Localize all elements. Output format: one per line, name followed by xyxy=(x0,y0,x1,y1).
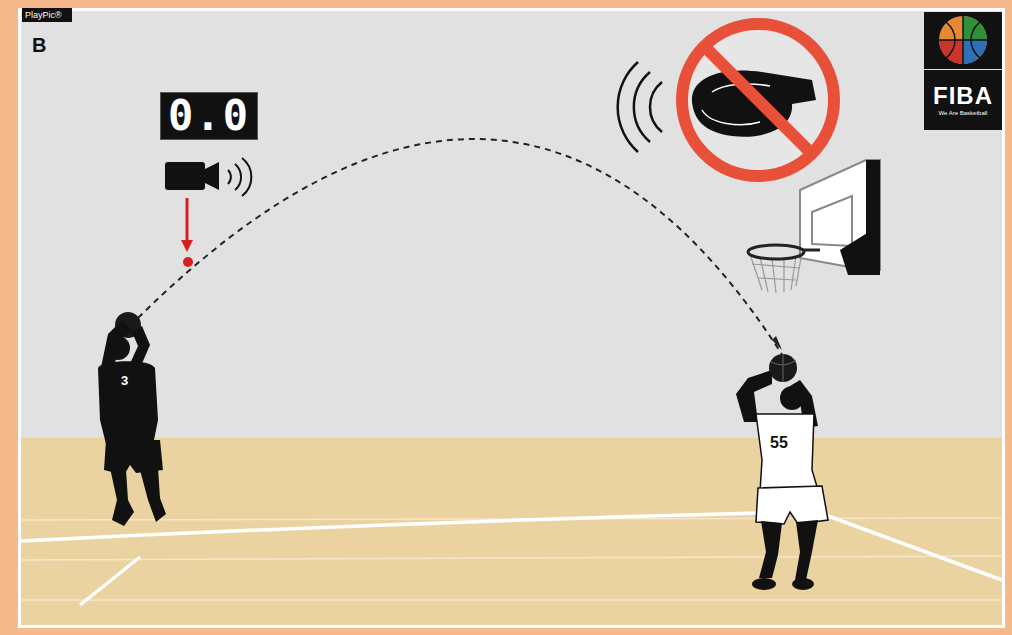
defender-silhouette xyxy=(736,354,828,590)
fiba-logo-box: FIBAWe Are Basketball xyxy=(924,70,1002,130)
no-whistle-symbol xyxy=(618,24,834,176)
node-text: FIBA xyxy=(933,83,993,109)
ball-path xyxy=(138,139,783,356)
brand-tag: PlayPic® xyxy=(22,8,72,22)
court-lines xyxy=(21,513,1002,605)
shooter-silhouette xyxy=(98,312,166,526)
path-arrowhead xyxy=(772,336,782,350)
fiba-globe xyxy=(924,12,1002,69)
panel-letter: B xyxy=(32,34,46,57)
camera-symbol xyxy=(165,158,251,196)
jersey-number: 3 xyxy=(121,373,128,388)
shot-clock-display: 0.0 xyxy=(160,92,258,140)
red-arrow xyxy=(181,198,193,267)
node-text: PlayPic® xyxy=(25,10,62,20)
inner-frame xyxy=(18,8,1005,628)
node-text: 0.0 xyxy=(168,94,250,138)
wall xyxy=(21,11,1002,438)
jersey-number: 55 xyxy=(770,434,788,452)
floor xyxy=(21,438,1002,625)
node-text: We Are Basketball xyxy=(939,109,988,117)
